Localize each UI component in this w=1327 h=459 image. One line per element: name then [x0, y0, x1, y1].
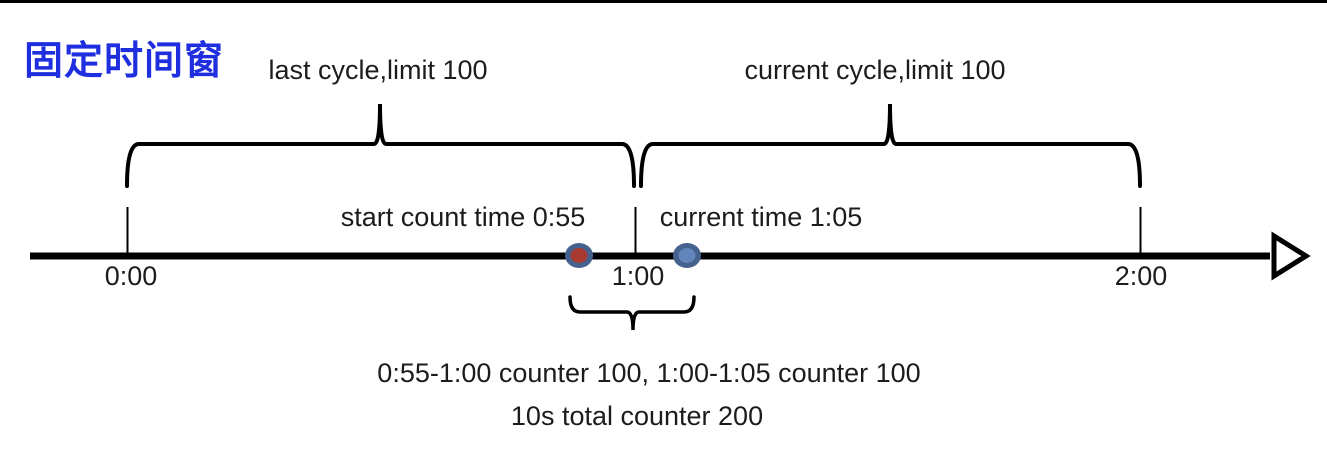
current-time-dot [673, 243, 701, 268]
current-time-label: current time 1:05 [659, 202, 863, 232]
current-cycle-brace [639, 103, 1142, 188]
count-window-brace [568, 295, 696, 331]
current-time-dot-center [678, 248, 696, 263]
total-counter-text: 10s total counter 200 [510, 401, 764, 431]
tick-label-0-00: 0:00 [104, 261, 158, 291]
page-title: 固定时间窗 [24, 40, 225, 83]
tick-label-2-00: 2:00 [1114, 261, 1168, 291]
start-count-dot [565, 243, 593, 268]
timeline-arrowhead-icon [1271, 231, 1311, 281]
top-border-line [0, 0, 1327, 3]
start-count-dot-center [570, 248, 588, 263]
start-count-time-label: start count time 0:55 [340, 202, 586, 232]
last-cycle-brace [125, 103, 636, 188]
tick-label-1-00: 1:00 [611, 261, 665, 291]
last-cycle-label: last cycle,limit 100 [268, 55, 488, 85]
current-cycle-label: current cycle,limit 100 [744, 55, 1006, 85]
counters-summary-text: 0:55-1:00 counter 100, 1:00-1:05 counter… [377, 358, 921, 388]
